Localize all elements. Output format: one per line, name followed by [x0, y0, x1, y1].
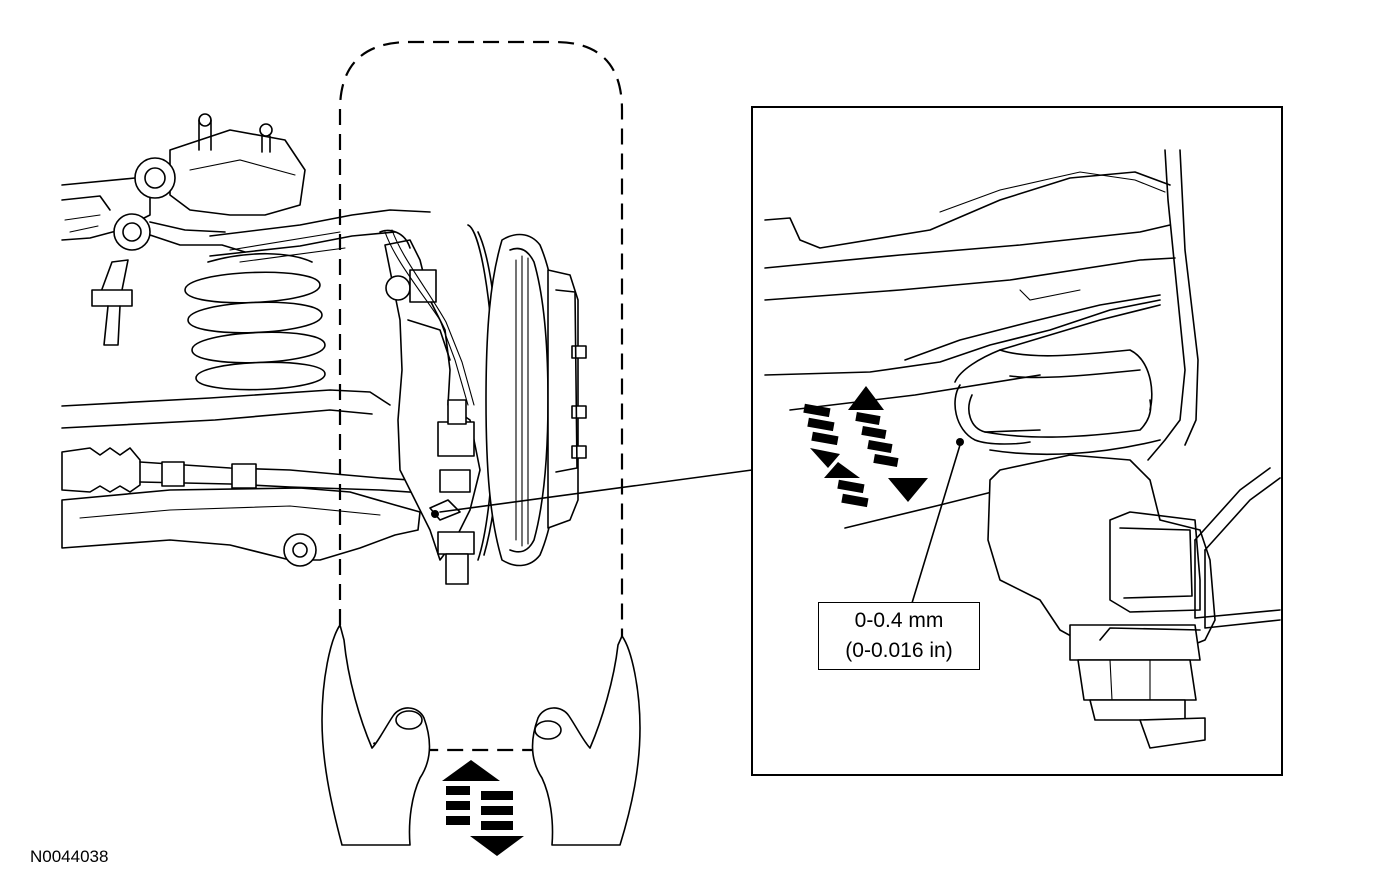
- clearance-spec-imperial: (0-0.016 in): [845, 639, 953, 662]
- figure-id: N0044038: [30, 847, 109, 866]
- clearance-spec-callout: 0-0.4 mm (0-0.016 in): [818, 602, 980, 670]
- detail-motion-arrows-icon: [803, 386, 928, 508]
- hands-icon: [321, 624, 641, 846]
- lift-region-outline: [338, 40, 624, 752]
- measurement-point: [956, 438, 964, 446]
- ball-joint-detail-icon: [751, 106, 1283, 776]
- clearance-spec-metric: 0-0.4 mm: [854, 609, 944, 632]
- coil-spring: [184, 252, 326, 391]
- suspension-assembly-icon: [61, 113, 587, 585]
- detail-leader-line: [439, 469, 753, 513]
- brake-rotor: [485, 233, 561, 567]
- up-down-motion-arrow-icon: [442, 760, 524, 856]
